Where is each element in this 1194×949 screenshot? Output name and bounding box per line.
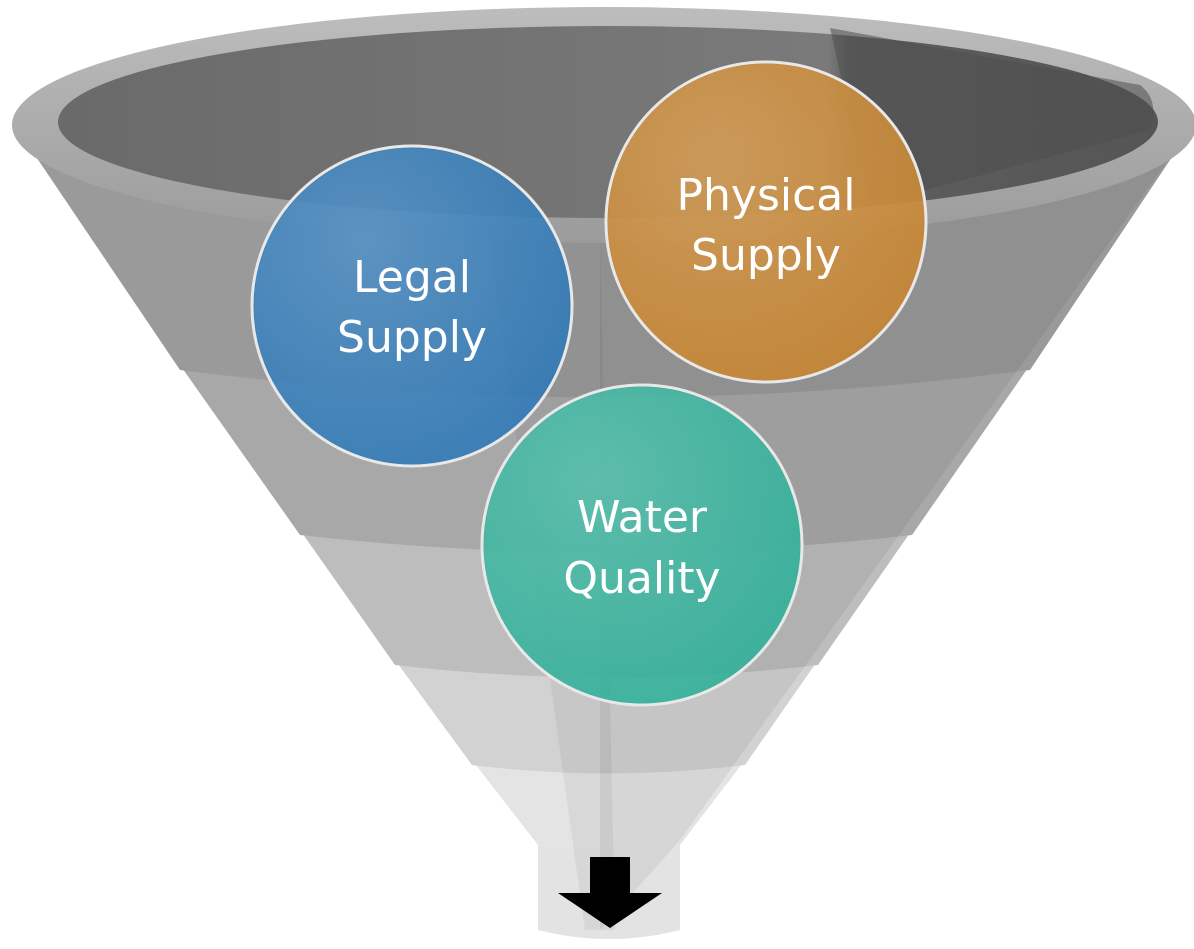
bubble-physical-supply-line2: Supply	[691, 230, 841, 281]
bubble-water-quality-line2: Quality	[563, 553, 720, 604]
down-arrow-icon	[558, 857, 662, 928]
bubble-water-quality: Water Quality	[480, 383, 804, 707]
bubble-water-quality-line1: Water	[577, 492, 708, 543]
bubble-physical-supply-highlight	[608, 64, 924, 380]
bubble-legal-supply: Legal Supply	[250, 144, 574, 468]
funnel-band-6	[472, 760, 745, 852]
bubble-legal-supply-line2: Supply	[337, 312, 487, 363]
bubble-legal-supply-highlight	[254, 148, 570, 464]
bubble-physical-supply-line1: Physical	[677, 170, 856, 221]
bubble-legal-supply-line1: Legal	[353, 252, 471, 303]
bubble-water-quality-highlight	[484, 387, 800, 703]
bubble-physical-supply: Physical Supply	[604, 60, 928, 384]
